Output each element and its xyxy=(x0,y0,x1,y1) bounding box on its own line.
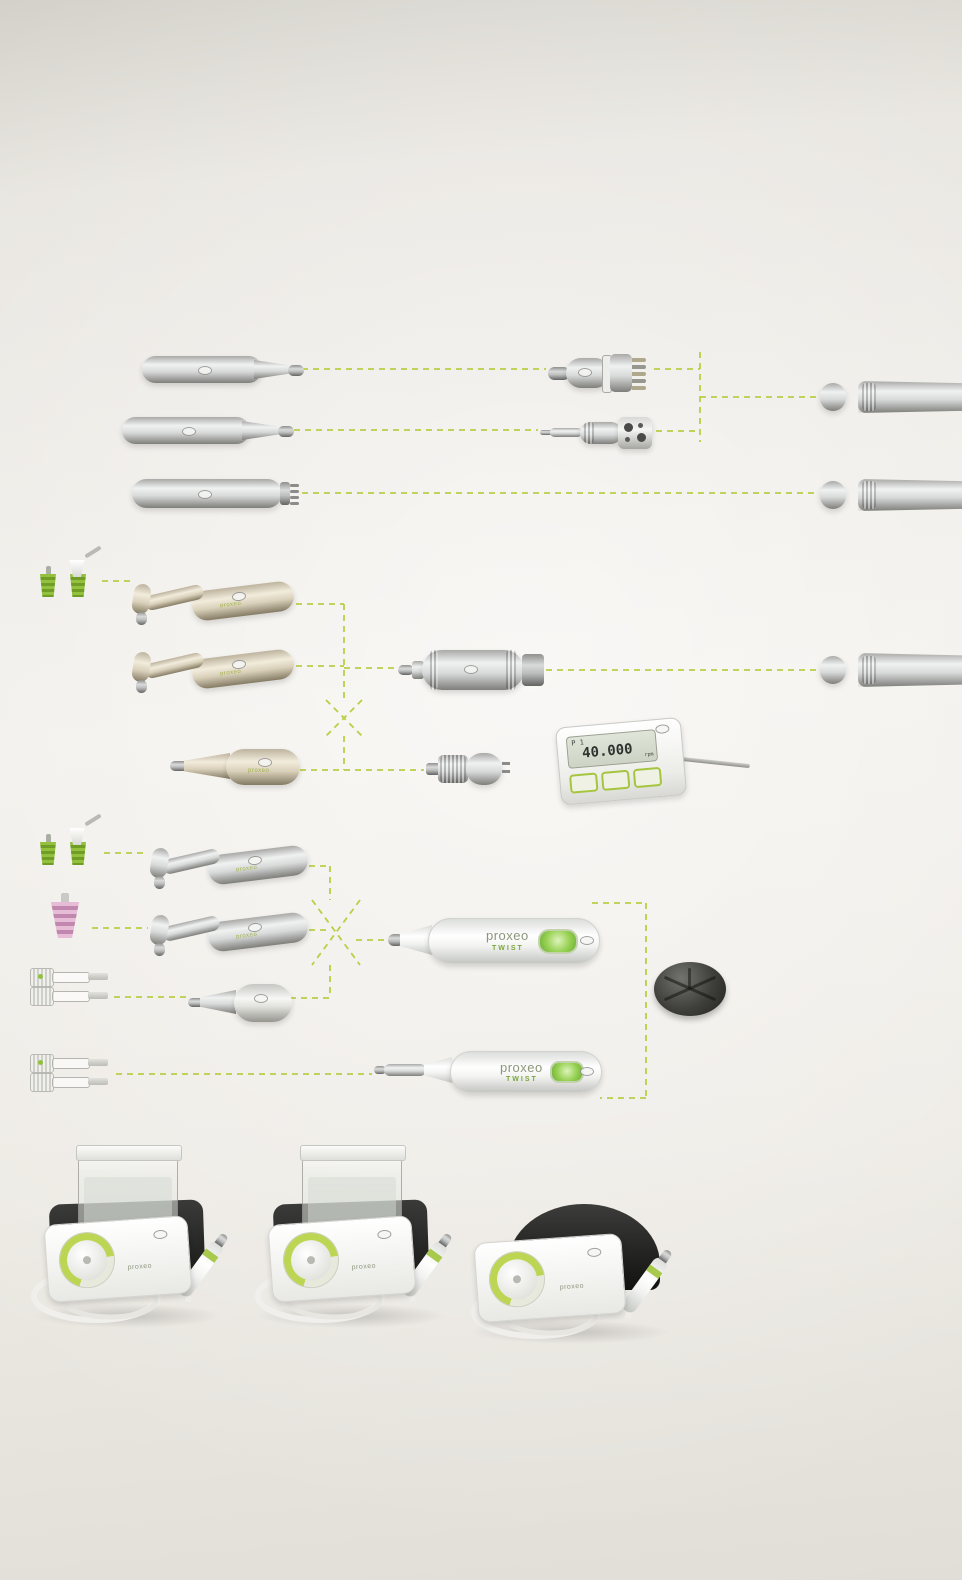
speed-dial[interactable] xyxy=(281,1230,341,1291)
control-button-2[interactable] xyxy=(600,769,631,791)
turbine-handpiece-2 xyxy=(122,417,294,445)
proxeo-label: proxeo xyxy=(248,768,270,774)
proxeo-label: proxeo xyxy=(486,928,529,943)
rotary-control-unit: P 1 40.000 rpm xyxy=(554,712,694,809)
screw-in-brush-icon xyxy=(30,1054,110,1073)
screw-in-brush-icon xyxy=(30,987,110,1006)
display-speed: 40.000 xyxy=(581,741,634,762)
wh-logo-icon xyxy=(198,366,212,375)
wh-logo-icon xyxy=(198,490,212,499)
turbine-handpiece-1 xyxy=(142,356,304,384)
polishing-unit-1: proxeo xyxy=(26,1145,238,1330)
unit-console: proxeo xyxy=(473,1232,627,1324)
foot-control-pedal[interactable] xyxy=(654,962,726,1016)
air-motor xyxy=(426,748,510,790)
wh-logo-icon xyxy=(182,427,196,436)
supply-hose-connector-b xyxy=(820,479,962,511)
wh-logo-icon xyxy=(153,1229,168,1240)
wh-logo-icon xyxy=(580,936,594,945)
polishing-unit-3: proxeo xyxy=(464,1204,690,1344)
proxeo-label: proxeo xyxy=(351,1262,377,1272)
wh-logo-icon xyxy=(258,758,272,767)
water-bottle xyxy=(300,1145,406,1232)
contra-angle-handpiece-3: proxeo xyxy=(146,836,310,898)
speed-dial[interactable] xyxy=(487,1249,547,1310)
twist-label: TWIST xyxy=(506,1076,538,1083)
wh-logo-icon xyxy=(580,1067,594,1076)
prophy-cup-green-icon xyxy=(35,834,61,866)
twist-handpiece-1: proxeo TWIST xyxy=(388,915,600,965)
wh-logo-icon xyxy=(464,665,478,674)
speed-dial[interactable] xyxy=(57,1230,117,1291)
proxeo-label: proxeo xyxy=(500,1060,543,1075)
power-button[interactable] xyxy=(538,929,578,954)
contra-angle-handpiece-1: proxeo xyxy=(128,572,296,634)
power-button[interactable] xyxy=(550,1061,584,1083)
twist-handpiece-2: proxeo TWIST xyxy=(374,1049,602,1095)
twist-label: TWIST xyxy=(492,945,524,952)
electric-motor xyxy=(398,648,546,692)
contra-angle-handpiece-2: proxeo xyxy=(128,640,296,702)
screw-in-brush-icon xyxy=(30,1073,110,1092)
prophy-cup-pink-icon xyxy=(46,893,84,941)
prophy-cup-white-icon xyxy=(66,813,106,848)
polishing-unit-2: proxeo xyxy=(250,1145,462,1330)
supply-hose-connector-a xyxy=(820,381,962,413)
prophy-cup-white-icon xyxy=(66,545,106,580)
contra-angle-handpiece-4: proxeo xyxy=(146,903,310,965)
control-button-1[interactable] xyxy=(568,772,599,794)
straight-handpiece: proxeo xyxy=(170,744,300,790)
turbine-coupling-a xyxy=(548,351,654,395)
proxeo-label: proxeo xyxy=(559,1282,585,1292)
control-button-3[interactable] xyxy=(632,766,663,789)
turbine-handpiece-3 xyxy=(132,479,304,509)
proxeo-label: proxeo xyxy=(127,1262,153,1272)
wh-logo-icon xyxy=(578,368,592,377)
supply-hose-connector-c xyxy=(820,653,962,687)
prophy-nozzle-handpiece xyxy=(188,980,292,1026)
unit-console: proxeo xyxy=(267,1215,417,1303)
unit-console: proxeo xyxy=(43,1215,193,1303)
prophy-cup-green-icon xyxy=(35,566,61,598)
wh-logo-icon xyxy=(377,1229,392,1240)
wh-logo-icon xyxy=(587,1247,602,1258)
screw-in-brush-icon xyxy=(30,968,110,987)
turbine-coupling-b xyxy=(540,415,654,451)
display-unit: rpm xyxy=(644,751,654,759)
wh-logo-icon xyxy=(254,994,268,1003)
